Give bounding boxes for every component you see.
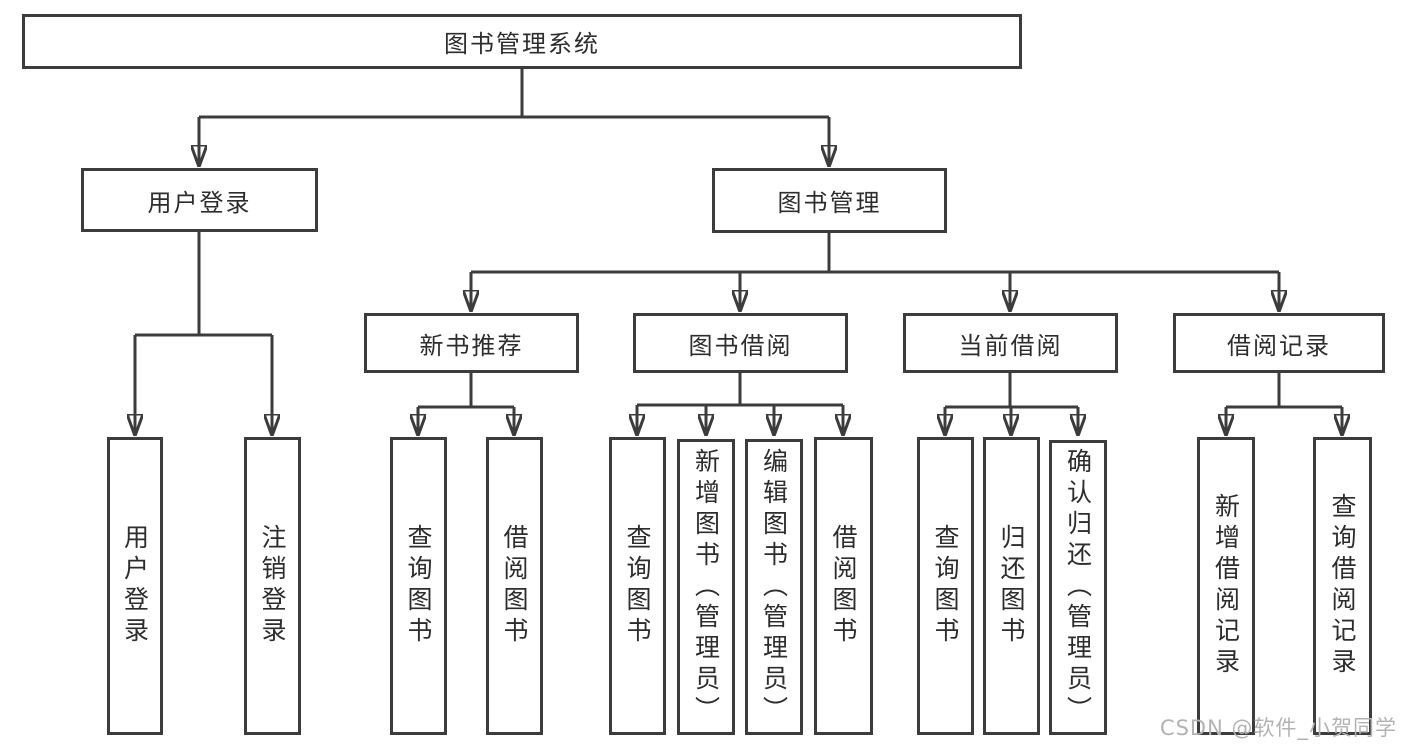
leaf-query-books-recommend: 查询图书	[390, 437, 447, 735]
node-current-borrow: 当前借阅	[903, 313, 1118, 373]
node-label: 确认归还（管理员）	[1063, 448, 1093, 727]
leaf-user-login: 用户登录	[107, 437, 163, 735]
leaf-return-book: 归还图书	[983, 437, 1040, 735]
leaf-query-books-borrow: 查询图书	[609, 437, 666, 735]
node-label: 新增借阅记录	[1211, 493, 1241, 679]
leaf-add-book-admin: 新增图书（管理员）	[677, 439, 735, 735]
leaf-add-borrow-record: 新增借阅记录	[1197, 437, 1255, 735]
node-label: 编辑图书（管理员）	[759, 447, 789, 727]
node-new-book-recommend: 新书推荐	[364, 313, 579, 373]
node-label: 查询借阅记录	[1328, 493, 1357, 679]
node-label: 归还图书	[997, 524, 1026, 648]
node-label: 借阅记录	[1227, 331, 1331, 360]
node-label: 注销登录	[258, 524, 287, 648]
node-label: 新书推荐	[419, 331, 524, 360]
node-label: 图书管理系统	[444, 30, 600, 58]
connector-user-login-children	[135, 232, 272, 435]
node-label: 查询图书	[931, 524, 960, 648]
connector-current-borrow-children	[945, 373, 1078, 435]
leaf-query-borrow-record: 查询借阅记录	[1313, 437, 1372, 735]
connector-new-book-recommend-children	[418, 373, 514, 435]
node-label: 借阅图书	[500, 524, 529, 648]
leaf-borrow-books: 借阅图书	[814, 437, 873, 735]
csdn-watermark: CSDN @软件_小贺同学	[1159, 716, 1397, 740]
leaf-borrow-books-recommend: 借阅图书	[486, 437, 543, 735]
node-label: 用户登录	[147, 188, 252, 217]
node-label: 当前借阅	[958, 331, 1063, 360]
connector-borrow-records-children	[1226, 373, 1342, 435]
node-label: 借阅图书	[829, 524, 858, 648]
node-user-login: 用户登录	[81, 168, 318, 232]
connector-root-to-level2	[199, 69, 829, 166]
node-borrow-records: 借阅记录	[1173, 313, 1385, 373]
leaf-logout: 注销登录	[244, 437, 301, 735]
node-label: 图书管理	[777, 189, 882, 217]
node-label: 图书借阅	[688, 331, 793, 360]
node-label: 查询图书	[404, 524, 433, 648]
node-library-management-system: 图书管理系统	[22, 14, 1022, 69]
node-label: 查询图书	[623, 524, 652, 648]
node-label: 新增图书（管理员）	[691, 447, 721, 727]
leaf-edit-book-admin: 编辑图书（管理员）	[745, 439, 803, 735]
connector-book-borrow-children	[637, 373, 843, 435]
node-label: 用户登录	[120, 524, 150, 648]
node-book-management: 图书管理	[712, 168, 947, 233]
leaf-query-books-current: 查询图书	[917, 437, 974, 735]
connector-book-management-to-level3	[471, 233, 1279, 311]
leaf-confirm-return-admin: 确认归还（管理员）	[1049, 440, 1107, 735]
node-book-borrow: 图书借阅	[633, 313, 848, 373]
